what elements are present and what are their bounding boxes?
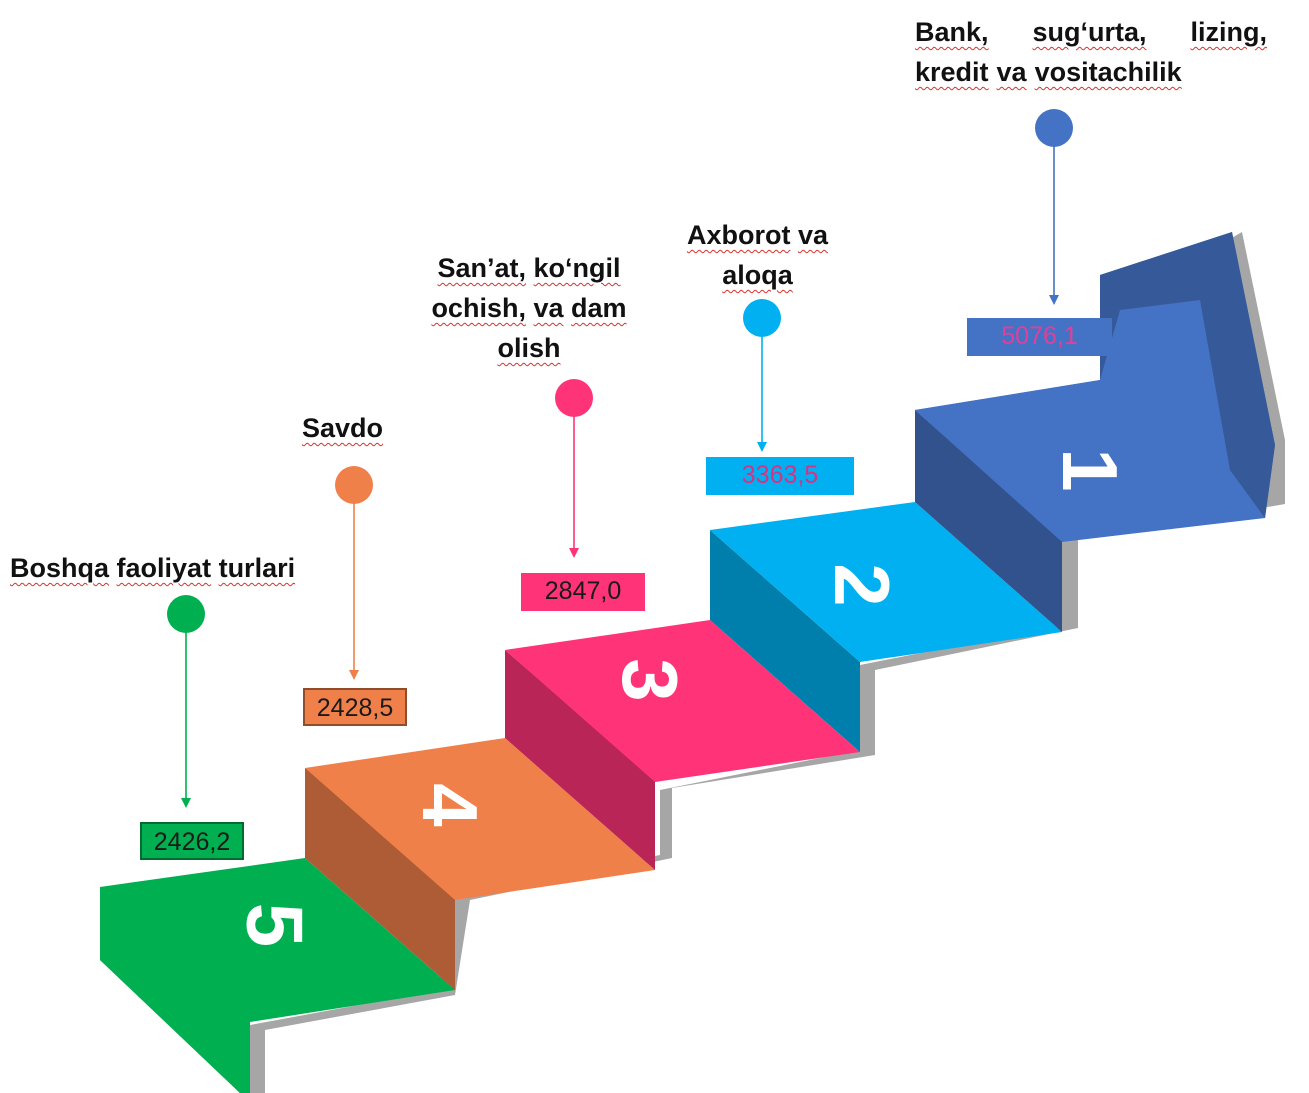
label-word: sug‘urta,	[1032, 17, 1147, 47]
label-word: faoliyat	[116, 553, 212, 583]
step-4-tread	[305, 738, 655, 900]
pin-2-dot	[743, 299, 781, 337]
label-word: kredit	[915, 57, 989, 87]
label-3-line: olish	[414, 328, 644, 368]
step-5-tread	[100, 858, 455, 1093]
label-5-line: Boshqa faoliyat turlari	[10, 548, 350, 588]
value-box-2: 3363,5	[706, 457, 854, 495]
label-word: ochish,	[431, 293, 526, 323]
step-5: 5	[100, 858, 455, 1093]
label-word: dam	[571, 293, 627, 323]
step-5-number: 5	[231, 903, 320, 948]
pin-4-arrowhead	[349, 670, 359, 680]
step-1-number: 1	[1046, 448, 1134, 491]
label-word: Boshqa	[10, 553, 110, 583]
step-2-tread	[710, 502, 1062, 662]
stair-shadow	[250, 232, 1285, 1093]
pin-1-arrowhead	[1049, 295, 1059, 305]
label-word: va	[533, 293, 564, 323]
value-box-5: 2426,2	[140, 822, 244, 860]
step-2-number: 2	[818, 563, 906, 606]
pin-5-dot	[167, 595, 205, 633]
step-1-riser	[915, 410, 1062, 632]
label-word: ko‘ngil	[533, 253, 621, 283]
pin-2	[743, 299, 781, 452]
step-3: 3	[505, 620, 860, 870]
pin-1	[1035, 109, 1073, 305]
label-2-line: Axborot va	[675, 215, 840, 255]
label-3-line: San’at, ko‘ngil	[414, 248, 644, 288]
label-3-line: ochish, va dam	[414, 288, 644, 328]
label-word: Axborot	[686, 220, 791, 250]
pin-1-dot	[1035, 109, 1073, 147]
label-word: lizing,	[1190, 17, 1267, 47]
label-4-line: Savdo	[302, 408, 402, 448]
label-word: vositachilik	[1034, 57, 1182, 87]
pin-3-dot	[555, 379, 593, 417]
step-2: 2	[710, 502, 1062, 752]
arrow-top-face	[915, 380, 1235, 540]
label-2-line: aloqa	[675, 255, 840, 295]
step-3-riser	[505, 650, 655, 870]
label-word: turlari	[218, 553, 296, 583]
arrow-head-side	[1100, 232, 1275, 518]
pin-5	[167, 595, 205, 808]
pin-4-dot	[335, 466, 373, 504]
step-4: 4	[305, 738, 655, 990]
step-3-tread	[505, 620, 860, 782]
label-4: Savdo	[302, 408, 402, 448]
pin-4	[335, 466, 373, 680]
pin-5-arrowhead	[181, 798, 191, 808]
pin-3-arrowhead	[569, 548, 579, 558]
label-word: Savdo	[302, 413, 384, 443]
step-4-number: 4	[406, 783, 494, 826]
step-2-riser	[710, 530, 860, 752]
value-box-1: 5076,1	[967, 318, 1112, 356]
label-word: va	[996, 57, 1027, 87]
value-box-3: 2847,0	[521, 573, 645, 611]
label-word: aloqa	[722, 260, 793, 290]
label-1-line: Bank, sug‘urta, lizing,	[915, 12, 1267, 52]
label-word: va	[797, 220, 829, 250]
label-5: Boshqa faoliyat turlari	[10, 548, 350, 588]
step-3-number: 3	[606, 658, 694, 701]
label-word: Bank,	[915, 17, 989, 47]
label-word: San’at,	[437, 253, 526, 283]
value-box-4: 2428,5	[303, 688, 407, 726]
pin-3	[555, 379, 593, 558]
step-1: 1	[915, 232, 1275, 632]
pin-2-arrowhead	[757, 442, 767, 452]
label-word: olish	[497, 333, 561, 363]
step-4-riser	[305, 768, 455, 990]
